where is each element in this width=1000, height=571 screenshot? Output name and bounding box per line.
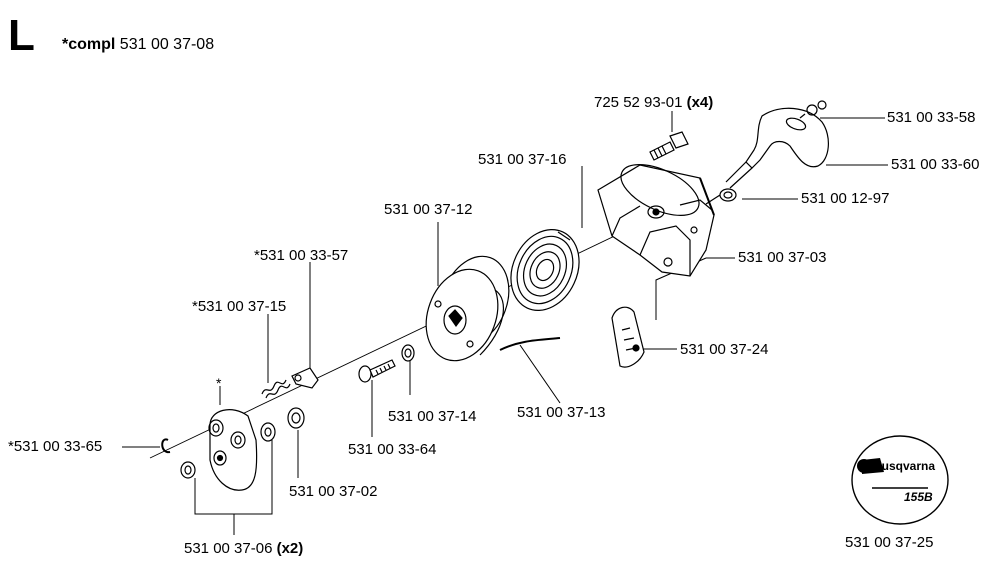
circlip	[161, 438, 171, 454]
model-decal	[851, 435, 949, 525]
cord-guide	[705, 188, 737, 205]
hex-nut	[287, 407, 305, 429]
asterisk-mark: *	[216, 375, 222, 391]
part-label-531-00-33-64: 531 00 33-64	[348, 441, 437, 458]
kit-prefix: *compl	[62, 36, 116, 53]
part-label-531-00-12-97: 531 00 12-97	[801, 190, 890, 207]
pulley-screw	[358, 359, 396, 383]
starter-pawl	[291, 367, 319, 389]
washer	[401, 344, 415, 362]
part-label-531-00-37-13: 531 00 37-13	[517, 404, 606, 421]
leader-lines	[122, 111, 888, 535]
part-label-531-00-37-03: 531 00 37-03	[738, 249, 827, 266]
decal-model: 155B	[904, 490, 933, 504]
part-label-531-00-37-25: 531 00 37-25	[845, 534, 934, 551]
housing-bolt	[649, 131, 689, 161]
part-label-531-00-33-57: *531 00 33-57	[254, 247, 349, 264]
starter-handle	[725, 107, 829, 189]
kit-number: 531 00 37-08	[119, 36, 215, 53]
drum-washer	[180, 422, 276, 479]
damper-pad	[611, 306, 645, 368]
part-label-531-00-37-06: 531 00 37-06 (x2)	[184, 540, 304, 557]
starter-housing	[597, 164, 715, 277]
decal-brand: Husqvarna	[873, 459, 936, 473]
section-letter: L	[8, 11, 35, 60]
starter-cord	[499, 337, 561, 351]
part-label-531-00-33-58: 531 00 33-58	[887, 109, 976, 126]
part-label-725-52-93-01: 725 52 93-01 (x4)	[594, 94, 714, 111]
part-label-531-00-37-24: 531 00 37-24	[680, 341, 769, 358]
part-label-531-00-37-02: 531 00 37-02	[289, 483, 378, 500]
part-label-531-00-37-14: 531 00 37-14	[388, 408, 477, 425]
pawl-spring	[261, 379, 291, 399]
part-label-531-00-37-16: 531 00 37-16	[478, 151, 567, 168]
drive-plate	[208, 409, 258, 491]
kit-label: *compl 531 00 37-08	[62, 36, 214, 54]
decal-brand-icon	[857, 459, 871, 473]
starter-pulley	[425, 255, 510, 362]
cord-knot	[799, 100, 827, 119]
recoil-spring	[510, 229, 580, 311]
part-label-531-00-37-15: *531 00 37-15	[192, 298, 287, 315]
part-label-531-00-33-60: 531 00 33-60	[891, 156, 980, 173]
part-label-531-00-33-65: *531 00 33-65	[8, 438, 103, 455]
part-label-531-00-37-12: 531 00 37-12	[384, 201, 473, 218]
